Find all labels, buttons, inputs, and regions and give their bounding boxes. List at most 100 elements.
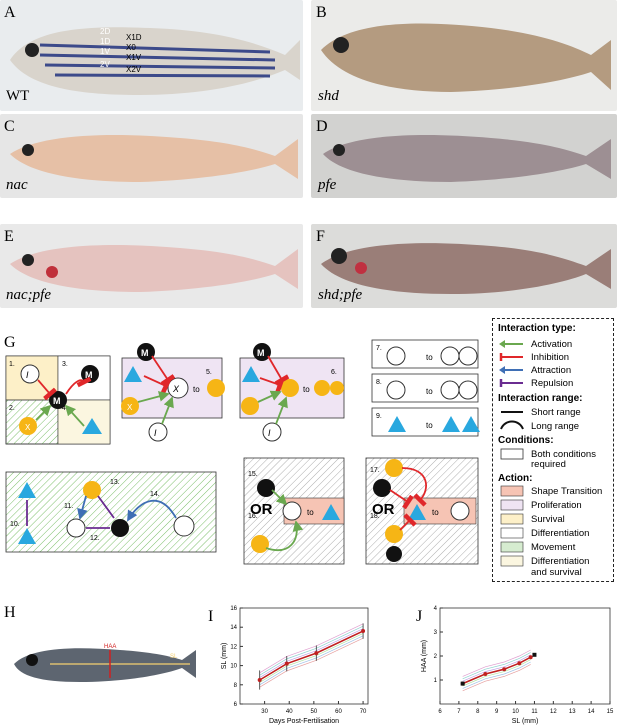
x-tick-label: 12 (550, 709, 557, 715)
y-axis-label: HAA (mm) (421, 640, 428, 672)
fish-wt-image: 2D 1D 1V 2V X1D X0 X1V X2V (10, 27, 300, 95)
y-axis-label: SL (mm) (221, 643, 228, 670)
fish-h-image: HAA SL (14, 644, 196, 682)
mean-line (462, 656, 532, 685)
g-num-11: 11. (64, 503, 73, 510)
individual-trajectory (462, 664, 531, 692)
g7-to: to (426, 353, 433, 362)
mean-point (517, 661, 522, 666)
endpoint-marker (460, 681, 465, 686)
photo-nac-pfe (0, 224, 303, 308)
legend-shape: Shape Transition (531, 486, 602, 497)
legend-repulsion: Repulsion (531, 378, 573, 389)
individual-trajectory (462, 661, 531, 689)
stripe-1d: 1D (100, 37, 110, 46)
legend-activation: Activation (531, 339, 572, 350)
caption-nac-pfe: nac;pfe (6, 287, 51, 303)
legend-diff: Differentiation (531, 528, 589, 539)
mean-point (314, 651, 319, 656)
legend: Interaction type: Activation Inhibition … (492, 318, 614, 582)
caption-wt: WT (6, 88, 30, 104)
x-tick-label: 40 (286, 709, 293, 715)
caption-pfe: pfe (318, 177, 337, 193)
fish-shd-pfe-image (321, 243, 611, 294)
xstripe-x1v: X1V (126, 53, 142, 62)
g-num-13: 13. (110, 479, 120, 486)
legend-both-2: required (531, 459, 566, 470)
g-num-16: 16. (248, 513, 258, 520)
x-tick-label: 30 (261, 709, 268, 715)
legend-type-title: Interaction type: (498, 323, 576, 334)
individual-trajectory (462, 652, 531, 680)
g-num-3: 3. (62, 361, 68, 368)
g-num-5: 5. (206, 369, 212, 376)
fish-nac-pfe-image (10, 245, 298, 292)
mean-point (257, 678, 262, 682)
y-tick-label: 12 (230, 644, 237, 650)
legend-short: Short range (531, 407, 581, 418)
x-axis-label: Days Post-Fertilisation (269, 718, 339, 725)
legend-long: Long range (531, 421, 579, 432)
caption-shd: shd (318, 88, 339, 104)
x-tick-label: 7 (457, 709, 461, 715)
g-num-14: 14. (150, 491, 160, 498)
mean-point (502, 667, 507, 672)
panel-label-d: D (316, 118, 328, 135)
individual-trajectory (462, 649, 531, 677)
panel-label-h: H (4, 604, 16, 621)
panel-label-a: A (4, 4, 16, 21)
y-tick-label: 2 (434, 654, 438, 660)
g-num-6: 6. (331, 369, 337, 376)
photo-shd-pfe (311, 224, 617, 308)
g9-to: to (426, 421, 433, 430)
g-num-1: 1. (9, 361, 15, 368)
xstripe-x2v: X2V (126, 65, 142, 74)
panel-label-c: C (4, 118, 15, 135)
g5-to: to (193, 385, 200, 394)
g5-x: X (127, 403, 133, 412)
legend-action-title: Action: (498, 473, 532, 484)
g-num-17: 17. (370, 467, 380, 474)
x-tick-label: 60 (335, 709, 342, 715)
legend-movement: Movement (531, 542, 576, 553)
x-axis-label: SL (mm) (512, 718, 539, 725)
stripe-1v: 1V (100, 47, 110, 56)
legend-inhibition: Inhibition (531, 352, 569, 363)
legend-both: Both conditions (531, 449, 596, 460)
mean-line (259, 630, 364, 681)
individual-trajectory (462, 659, 531, 687)
panel-label-f: F (316, 228, 325, 245)
panel-label-b: B (316, 4, 327, 21)
x-tick-label: 10 (512, 709, 519, 715)
g-center-m: M (53, 396, 61, 406)
y-tick-label: 16 (230, 606, 237, 612)
x-tick-label: 15 (607, 709, 614, 715)
g5-id: I (154, 428, 157, 438)
g6-to: to (303, 385, 310, 394)
sl-tag: SL (170, 654, 178, 660)
individual-trajectory (259, 623, 364, 674)
g-num-15: 15. (248, 471, 258, 478)
mean-point (528, 655, 533, 660)
mean-point (361, 629, 366, 634)
x-tick-label: 8 (476, 709, 480, 715)
x-tick-label: 9 (495, 709, 499, 715)
x-tick-label: 14 (588, 709, 595, 715)
individual-trajectory (259, 637, 364, 688)
individual-trajectory (259, 635, 364, 686)
panel-label-j: J (416, 608, 423, 625)
individual-trajectory (259, 625, 364, 676)
g1-id: I (26, 370, 29, 380)
g8-to: to (426, 387, 433, 396)
photo-wt: 2D 1D 1V 2V X1D X0 X1V X2V (0, 0, 303, 111)
y-tick-label: 1 (434, 678, 438, 684)
g-or-1: OR (250, 501, 273, 518)
legend-diffsurv-2: and survival (531, 567, 582, 578)
legend-range-title: Interaction range: (498, 393, 582, 404)
fish-nac-image (10, 135, 298, 182)
x-tick-label: 50 (311, 709, 318, 715)
legend-diffsurv: Differentiation (531, 556, 589, 567)
haa-tag: HAA (104, 644, 116, 650)
g3-m: M (85, 370, 93, 380)
